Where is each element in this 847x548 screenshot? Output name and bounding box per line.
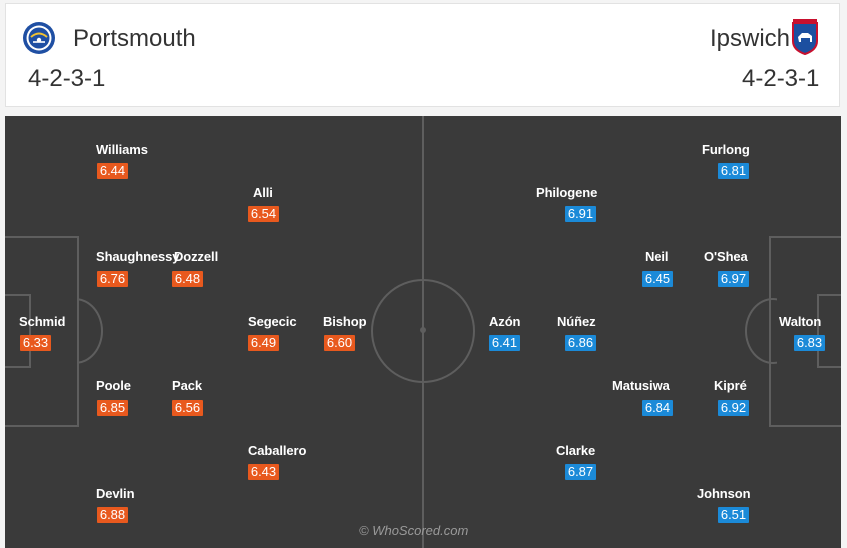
player-rating: 6.85 [97, 400, 128, 416]
player-rating: 6.49 [248, 335, 279, 351]
player-name[interactable]: Furlong [702, 142, 750, 157]
player-rating: 6.76 [97, 271, 128, 287]
player-rating: 6.88 [97, 507, 128, 523]
player-name[interactable]: Alli [253, 185, 273, 200]
player-rating: 6.54 [248, 206, 279, 222]
player-rating: 6.81 [718, 163, 749, 179]
player-name[interactable]: Schmid [19, 314, 66, 329]
player-name[interactable]: Caballero [248, 443, 307, 458]
ipswich-crest-icon[interactable] [791, 19, 819, 56]
center-spot [420, 327, 426, 333]
player-name[interactable]: Segecic [248, 314, 297, 329]
player-name[interactable]: Williams [96, 142, 148, 157]
player-name[interactable]: Poole [96, 378, 131, 393]
player-rating: 6.86 [565, 335, 596, 351]
player-rating: 6.51 [718, 507, 749, 523]
away-formation: 4-2-3-1 [742, 65, 820, 92]
center-circle [371, 279, 475, 383]
player-name[interactable]: Neil [645, 249, 669, 264]
player-rating: 6.87 [565, 464, 596, 480]
player-name[interactable]: Devlin [96, 486, 135, 501]
player-rating: 6.44 [97, 163, 128, 179]
player-rating: 6.43 [248, 464, 279, 480]
player-rating: 6.56 [172, 400, 203, 416]
home-goal-area [5, 294, 31, 368]
player-name[interactable]: Matusiwa [612, 378, 670, 393]
away-team-name[interactable]: Ipswich [710, 25, 791, 52]
player-name[interactable]: Kipré [714, 378, 747, 393]
away-goal-area [817, 294, 841, 368]
player-name[interactable]: Pack [172, 378, 202, 393]
player-rating: 6.84 [642, 400, 673, 416]
pitch [5, 116, 841, 548]
player-rating: 6.41 [489, 335, 520, 351]
player-name[interactable]: Walton [779, 314, 822, 329]
player-rating: 6.33 [20, 335, 51, 351]
home-formation: 4-2-3-1 [28, 65, 106, 92]
match-header: Portsmouth 4-2-3-1 Ipswich 4-2-3-1 [5, 3, 840, 107]
home-team-name[interactable]: Portsmouth [73, 25, 196, 52]
player-name[interactable]: Dozzell [174, 249, 219, 264]
portsmouth-crest-icon[interactable] [22, 21, 56, 55]
player-rating: 6.45 [642, 271, 673, 287]
player-name[interactable]: Clarke [556, 443, 596, 458]
player-name[interactable]: Philogene [536, 185, 598, 200]
whoscored-watermark: © WhoScored.com [359, 523, 469, 538]
player-rating: 6.91 [565, 206, 596, 222]
player-rating: 6.60 [324, 335, 355, 351]
player-name[interactable]: Azón [489, 314, 521, 329]
player-rating: 6.97 [718, 271, 749, 287]
player-rating: 6.92 [718, 400, 749, 416]
player-name[interactable]: Johnson [697, 486, 751, 501]
player-rating: 6.83 [794, 335, 825, 351]
player-name[interactable]: Bishop [323, 314, 367, 329]
player-rating: 6.48 [172, 271, 203, 287]
player-name[interactable]: O'Shea [704, 249, 748, 264]
player-name[interactable]: Núñez [557, 314, 596, 329]
player-name[interactable]: Shaughnessy [96, 249, 180, 264]
